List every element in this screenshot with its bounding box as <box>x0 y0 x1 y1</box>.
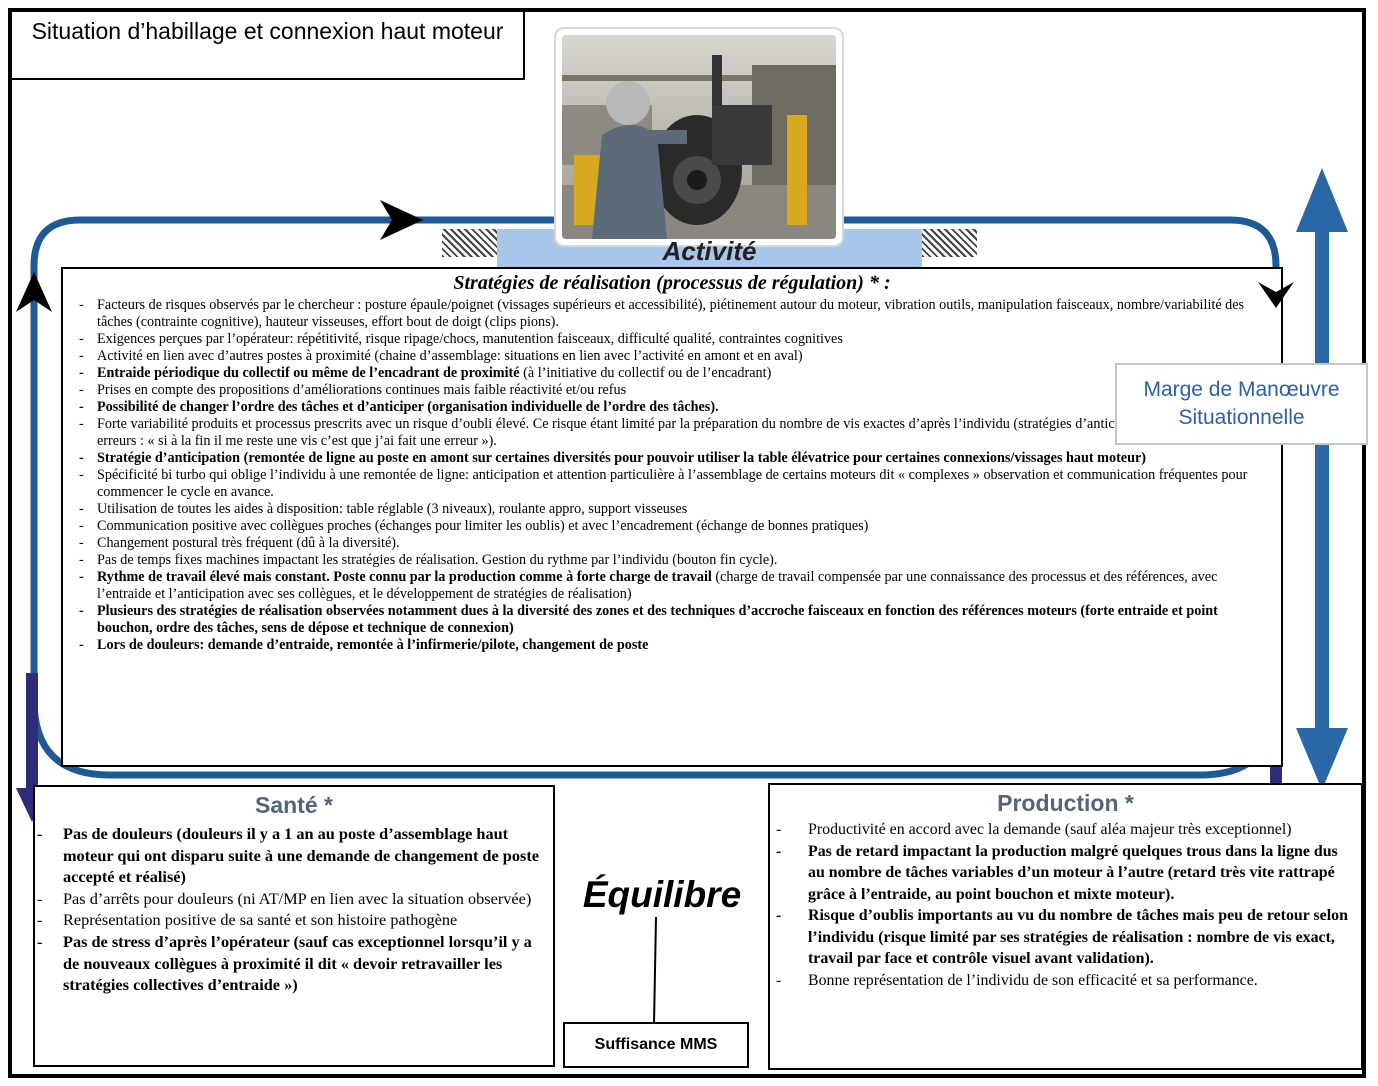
sante-item: Pas d’arrêts pour douleurs (ni AT/MP en … <box>37 888 549 910</box>
strategy-item: Rythme de travail élevé mais constant. P… <box>79 569 1275 603</box>
production-item: Bonne représentation de l’individu de so… <box>776 970 1357 992</box>
strategy-item: Stratégie d’anticipation (remontée de li… <box>79 450 1275 467</box>
sante-item: Pas de stress d’après l’opérateur (sauf … <box>37 931 549 996</box>
hatch-decoration-right <box>922 229 977 257</box>
strategy-item: Plusieurs des stratégies de réalisation … <box>79 603 1275 637</box>
production-item: Risque d’oublis importants au vu du nomb… <box>776 905 1357 970</box>
marge-line-1: Marge de Manœuvre <box>1143 378 1340 401</box>
strategy-item: Pas de temps fixes machines impactant le… <box>79 552 1275 569</box>
outer-frame <box>8 8 1366 1078</box>
production-list: Productivité en accord avec la demande (… <box>776 819 1357 991</box>
activity-loop <box>30 216 1280 779</box>
suffisance-mms-box: Suffisance MMS <box>563 1022 749 1068</box>
strategy-item: Entraide périodique du collectif ou même… <box>79 365 1275 382</box>
production-box: Production * Productivité en accord avec… <box>768 783 1363 1070</box>
sante-item: Représentation positive de sa santé et s… <box>37 909 549 931</box>
strategy-item: Lors de douleurs: demande d’entraide, re… <box>79 637 1275 654</box>
activite-label: Activité <box>662 236 757 266</box>
marge-line-2: Situationnelle <box>1178 406 1305 429</box>
sante-item: Pas de douleurs (douleurs il y a 1 an au… <box>37 823 549 888</box>
strategy-item: Facteurs de risques observés par le cher… <box>79 297 1275 331</box>
strategy-item: Utilisation de toutes les aides à dispos… <box>79 501 1275 518</box>
equilibre-connector <box>653 916 657 1025</box>
sante-title: Santé * <box>255 792 333 818</box>
strategy-item: Forte variabilité produits et processus … <box>79 416 1275 450</box>
situation-title: Situation d’habillage et connexion haut … <box>10 10 525 80</box>
strategies-list: Facteurs de risques observés par le cher… <box>79 297 1275 654</box>
strategy-item: Exigences perçues par l’opérateur: répét… <box>79 331 1275 348</box>
strategy-item: Changement postural très fréquent (dû à … <box>79 535 1275 552</box>
equilibre-label: Équilibre <box>582 874 742 915</box>
strategy-item: Activité en lien avec d’autres postes à … <box>79 348 1275 365</box>
strategies-title: Stratégies de réalisation (processus de … <box>453 272 891 294</box>
strategies-box: Stratégies de réalisation (processus de … <box>61 267 1283 767</box>
production-title: Production * <box>997 790 1134 816</box>
hatch-decoration-left <box>442 229 497 257</box>
strategy-item: Possibilité de changer l’ordre des tâche… <box>79 399 1275 416</box>
sante-box: Santé * Pas de douleurs (douleurs il y a… <box>33 785 555 1067</box>
marge-de-manoeuvre-box: Marge de Manœuvre Situationnelle <box>1115 363 1368 445</box>
photo-scene <box>562 35 836 239</box>
strategy-item: Communication positive avec collègues pr… <box>79 518 1275 535</box>
production-item: Productivité en accord avec la demande (… <box>776 819 1357 841</box>
strategy-item: Spécificité bi turbo qui oblige l’indivi… <box>79 467 1275 501</box>
sante-list: Pas de douleurs (douleurs il y a 1 an au… <box>37 823 549 996</box>
workplace-photo <box>554 27 844 247</box>
double-arrow <box>1296 168 1348 790</box>
strategy-item: Prises en compte des propositions d’amél… <box>79 382 1275 399</box>
production-item: Pas de retard impactant la production ma… <box>776 841 1357 906</box>
